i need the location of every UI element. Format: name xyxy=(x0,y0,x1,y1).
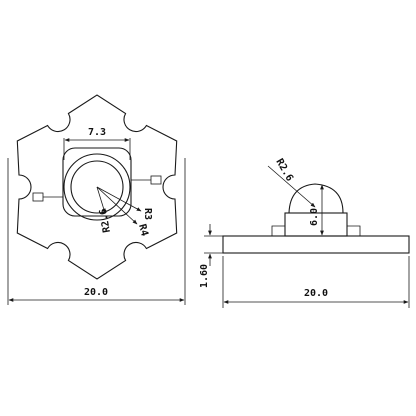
lens-width-label: 7.3 xyxy=(88,127,106,138)
led-side-base xyxy=(284,212,348,237)
left-terminal xyxy=(32,192,44,202)
board-thickness-label: 1.60 xyxy=(199,264,210,288)
led-height-dimension: 6.0 xyxy=(309,184,324,236)
board-thickness-dimension: 1.60 xyxy=(199,224,223,288)
left-lead xyxy=(271,225,285,236)
radius-r3-label: R3 xyxy=(142,208,153,220)
side-width-label: 20.0 xyxy=(304,288,328,299)
board-width-label: 20.0 xyxy=(84,287,108,298)
led-package-body xyxy=(62,147,132,217)
board-side-profile xyxy=(222,235,410,254)
side-width-dimension: 20.0 xyxy=(222,256,410,308)
lens-width-dimension: 7.3 xyxy=(63,127,131,160)
side-view: R2.6 6.0 1.60 20.0 xyxy=(199,157,410,308)
star-board-outline xyxy=(16,94,178,280)
board-width-dimension: 20.0 xyxy=(7,158,186,305)
radius-r26-label: R2.6 xyxy=(98,208,113,234)
led-height-label: 6.0 xyxy=(309,208,320,226)
radius-r4-label: R4 xyxy=(136,223,150,237)
led-side-dome xyxy=(288,183,344,214)
radius-leaders: R3 R4 R2.6 xyxy=(96,186,153,237)
led-lens-outer-ring xyxy=(63,153,131,221)
top-view: 7.3 R3 R4 R2.6 20.0 xyxy=(7,94,186,305)
dome-radius-label: R2.6 xyxy=(273,157,295,183)
led-lens xyxy=(70,160,124,214)
right-lead xyxy=(347,225,361,236)
right-terminal xyxy=(150,175,162,185)
